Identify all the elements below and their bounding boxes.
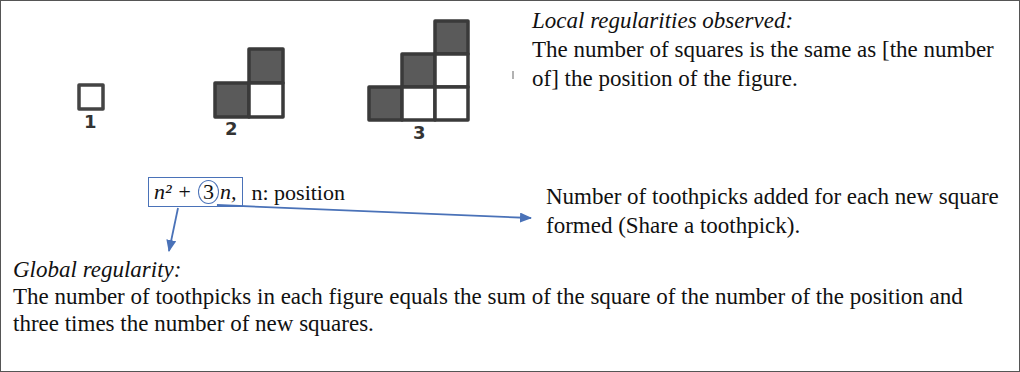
variable-note: n: position	[251, 180, 345, 206]
note-text: The number of squares is the same as [th…	[532, 35, 1014, 93]
figure-number: 1	[84, 111, 97, 133]
leader-arrow	[217, 205, 531, 218]
stray-mark	[512, 71, 514, 79]
leader-arrow	[169, 208, 178, 251]
section-heading: Global regularity:	[13, 256, 1008, 283]
note-text: The number of toothpicks in each figure …	[13, 283, 1008, 337]
node-text: n,	[220, 179, 237, 205]
circled-coefficient: 3	[198, 180, 219, 204]
figure-one	[79, 85, 103, 109]
node-text: n² +	[154, 179, 192, 205]
section-heading: Local regularities observed:	[532, 7, 1014, 35]
figure-number: 3	[413, 122, 426, 144]
formula-box: n² + 3n,	[148, 177, 243, 207]
node-text: 3	[203, 179, 214, 204]
figure-number: 2	[225, 118, 238, 140]
note-text: Number of toothpicks added for each new …	[546, 182, 1014, 240]
figure-three	[369, 21, 468, 120]
figure-two	[215, 49, 283, 117]
